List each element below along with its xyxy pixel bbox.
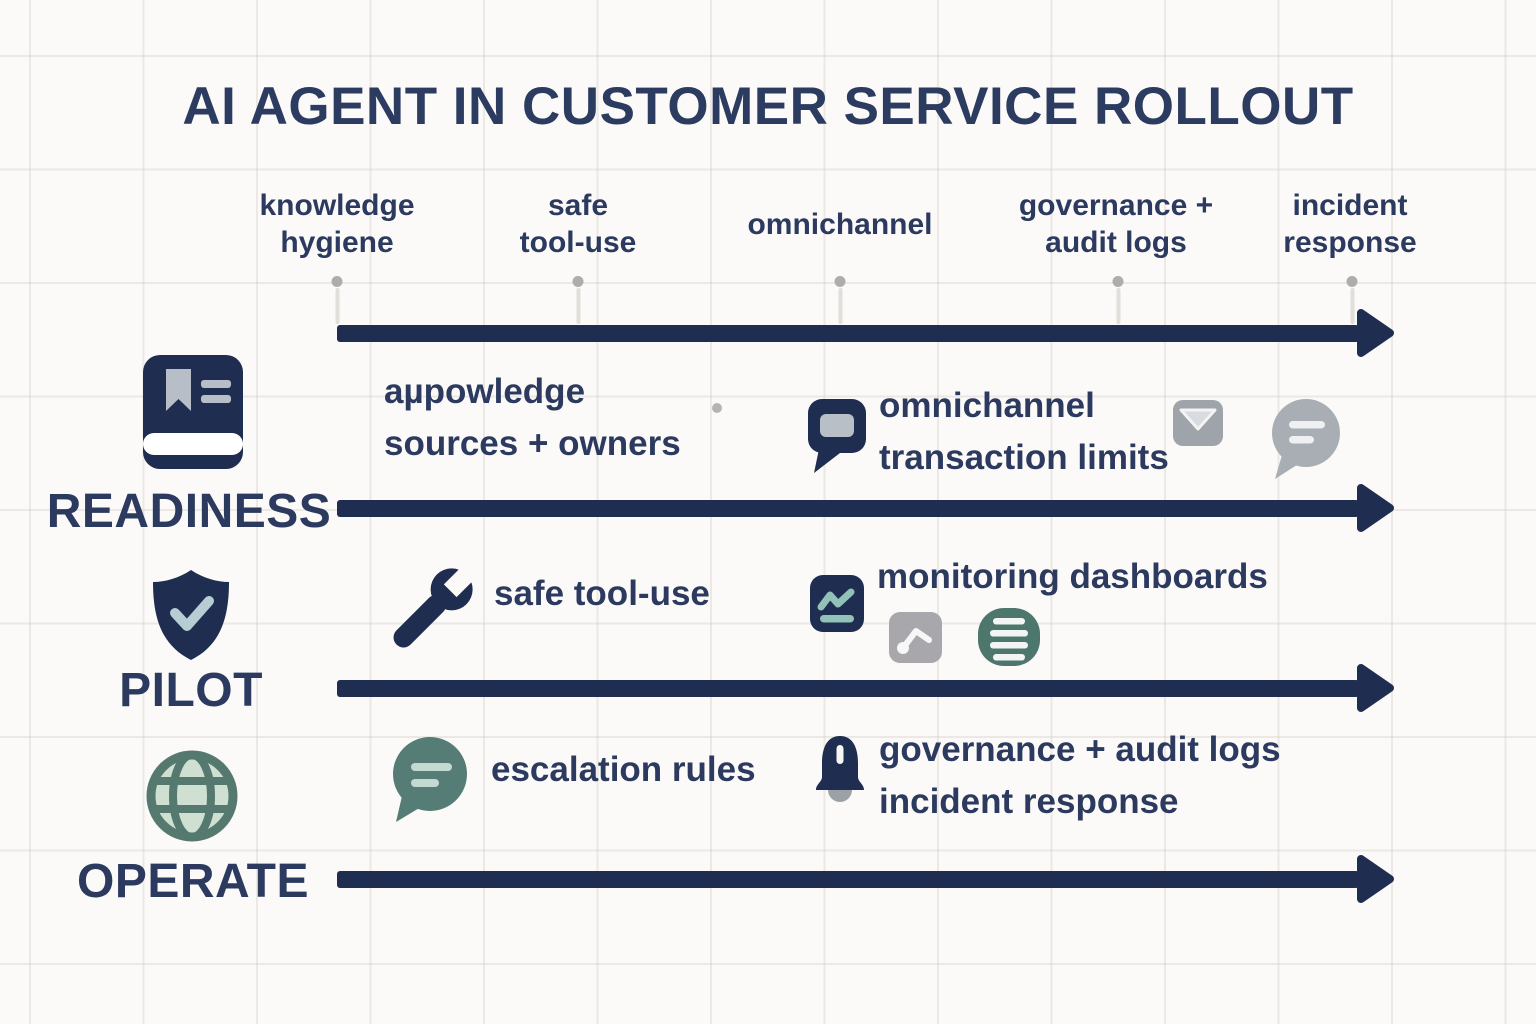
envelope-icon: [1172, 399, 1224, 447]
timeline-tick: [834, 276, 846, 324]
milestone-line: knowledge: [259, 189, 415, 222]
item-text-line: sources + owners: [384, 424, 681, 463]
arrowhead-icon: [1357, 855, 1394, 903]
tick-dot-icon: [1346, 276, 1358, 287]
trend-arrow-icon: [888, 611, 943, 664]
item-text-line: escalation rules: [491, 750, 756, 789]
milestone-line: audit logs: [1045, 226, 1187, 259]
row-label-operate: OPERATE: [77, 855, 309, 908]
book-icon: [140, 352, 246, 474]
timeline-tick: [1112, 276, 1124, 324]
item-text-line: omnichannel: [879, 386, 1095, 425]
operate-arrow: [337, 854, 1396, 904]
tick-stem: [838, 288, 842, 324]
readiness-item-omnichannel-limits: omnichannel transaction limits: [879, 380, 1169, 484]
timeline-arrow: [337, 308, 1396, 358]
arrow-bar: [337, 499, 1359, 517]
pilot-item-monitoring-dashboards: monitoring dashboards: [877, 551, 1268, 603]
timeline-tick: [572, 276, 584, 324]
milestone-label-incident-response: incident response: [1190, 184, 1510, 264]
tick-stem: [1116, 288, 1120, 324]
tick-dot-icon: [572, 276, 584, 287]
stray-dot-icon: [712, 403, 722, 413]
milestone-label-governance-audit-logs: governance + audit logs: [956, 184, 1276, 264]
timeline-tick: [331, 276, 343, 324]
item-text-line: governance + audit logs: [879, 730, 1281, 769]
tick-stem: [576, 288, 580, 324]
chat-bubble-icon: [806, 397, 868, 477]
pilot-arrow: [337, 663, 1396, 713]
arrow-bar: [337, 679, 1359, 697]
wrench-icon: [383, 562, 475, 670]
milestone-line: response: [1283, 226, 1417, 259]
tick-stem: [1350, 288, 1354, 324]
arrowhead-icon: [1357, 309, 1394, 357]
tick-dot-icon: [1112, 276, 1124, 287]
timeline-tick: [1346, 276, 1358, 324]
readiness-arrow: [337, 483, 1396, 533]
row-label-pilot: PILOT: [119, 664, 263, 717]
arrow-bar: [337, 870, 1359, 888]
tick-stem: [335, 288, 339, 324]
milestone-line: incident: [1292, 189, 1408, 222]
chat-bubble-teal-icon: [386, 734, 470, 824]
shield-check-icon: [149, 567, 233, 663]
item-text-line: aµpowledge: [384, 372, 586, 411]
operate-item-governance-incident: governance + audit logs incident respons…: [879, 724, 1281, 828]
operate-item-escalation-rules: escalation rules: [491, 744, 756, 796]
arrow-bar: [337, 324, 1359, 342]
milestone-line: tool-use: [519, 226, 637, 259]
milestone-line: omnichannel: [747, 207, 933, 241]
item-text-line: transaction limits: [879, 438, 1169, 477]
arrowhead-icon: [1357, 664, 1394, 712]
tick-dot-icon: [331, 276, 343, 287]
milestone-label-knowledge-hygiene: knowledge hygiene: [177, 184, 497, 264]
chat-circle-icon: [1268, 397, 1342, 483]
milestone-label-omnichannel: omnichannel: [680, 184, 1000, 264]
globe-icon: [146, 746, 239, 846]
milestone-line: hygiene: [280, 226, 394, 259]
arrowhead-icon: [1357, 484, 1394, 532]
line-chart-icon: [809, 574, 865, 633]
readiness-item-knowledge-sources: aµpowledge sources + owners: [384, 366, 681, 470]
pilot-item-safe-tool-use: safe tool-use: [494, 568, 710, 620]
milestone-line: safe: [547, 189, 609, 222]
row-label-readiness: READINESS: [46, 485, 332, 538]
tick-dot-icon: [834, 276, 846, 287]
milestone-label-safe-tool-use: safe tool-use: [418, 184, 738, 264]
bell-icon: [811, 733, 869, 803]
list-lines-icon: [976, 606, 1042, 668]
milestone-line: governance +: [1018, 189, 1214, 222]
page-title: AI AGENT IN CUSTOMER SERVICE ROLLOUT: [182, 77, 1354, 136]
item-text-line: safe tool-use: [494, 574, 710, 613]
item-text-line: incident response: [879, 782, 1179, 821]
item-text-line: monitoring dashboards: [877, 557, 1268, 596]
